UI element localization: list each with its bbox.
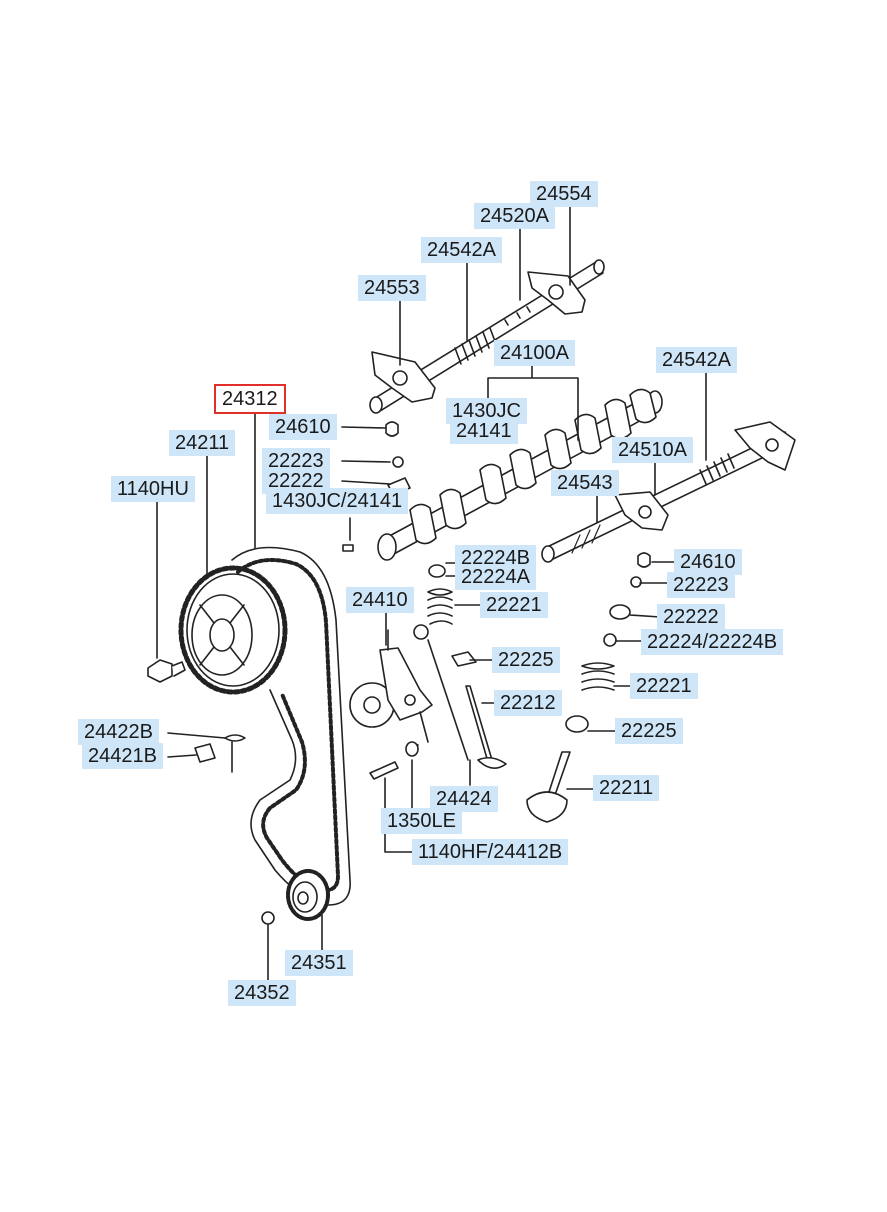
part-label-22221-right[interactable]: 22221 (630, 673, 698, 699)
part-label-22223-right[interactable]: 22223 (667, 572, 735, 598)
part-label-22222-right[interactable]: 22222 (657, 604, 725, 630)
crank-sprocket (261, 869, 330, 925)
part-label-24100a[interactable]: 24100A (494, 340, 575, 366)
valve-train-left (342, 421, 507, 769)
part-label-22225-left[interactable]: 22225 (492, 647, 560, 673)
part-label-24542a-top[interactable]: 24542A (421, 237, 502, 263)
part-label-1140hf-24412b[interactable]: 1140HF/24412B (412, 839, 569, 865)
part-label-22211[interactable]: 22211 (593, 775, 660, 801)
part-label-22224-22224b[interactable]: 22224/22224B (641, 629, 784, 655)
part-label-1430jc-24141[interactable]: 1430JC/24141 (266, 488, 409, 514)
leader-lines (156, 204, 707, 983)
part-label-24312[interactable]: 24312 (214, 384, 286, 414)
tensioner (349, 624, 433, 780)
part-label-24610-right[interactable]: 24610 (674, 549, 742, 575)
part-label-24352[interactable]: 24352 (228, 980, 296, 1006)
part-label-24211[interactable]: 24211 (169, 430, 236, 456)
part-label-24510a[interactable]: 24510A (612, 437, 693, 463)
part-label-24520a[interactable]: 24520A (474, 203, 555, 229)
camshaft (377, 388, 663, 561)
rocker-shaft-lower (541, 421, 796, 563)
part-label-1350le[interactable]: 1350LE (381, 808, 462, 834)
part-label-22212[interactable]: 22212 (494, 690, 562, 716)
part-label-24351[interactable]: 24351 (285, 950, 353, 976)
part-label-22221-left[interactable]: 22221 (480, 592, 548, 618)
valve-train-right (526, 552, 651, 823)
part-label-24553[interactable]: 24553 (358, 275, 426, 301)
part-label-24610-left[interactable]: 24610 (269, 414, 337, 440)
part-label-24422b[interactable]: 24422B (78, 719, 159, 745)
part-label-24554[interactable]: 24554 (530, 181, 598, 207)
part-label-24424[interactable]: 24424 (430, 786, 498, 812)
part-label-22225-right[interactable]: 22225 (615, 718, 683, 744)
part-label-22224a[interactable]: 22224A (455, 564, 536, 590)
part-label-24542a-right[interactable]: 24542A (656, 347, 737, 373)
part-label-24410[interactable]: 24410 (346, 587, 414, 613)
part-label-24421b[interactable]: 24421B (82, 743, 163, 769)
part-label-1140hu[interactable]: 1140HU (111, 476, 195, 502)
part-label-22224b[interactable]: 22224B (455, 545, 536, 571)
part-label-24141[interactable]: 24141 (450, 418, 518, 444)
part-label-24543[interactable]: 24543 (551, 470, 619, 496)
bolt-spring-left (147, 659, 246, 773)
cam-sprocket (178, 565, 288, 695)
